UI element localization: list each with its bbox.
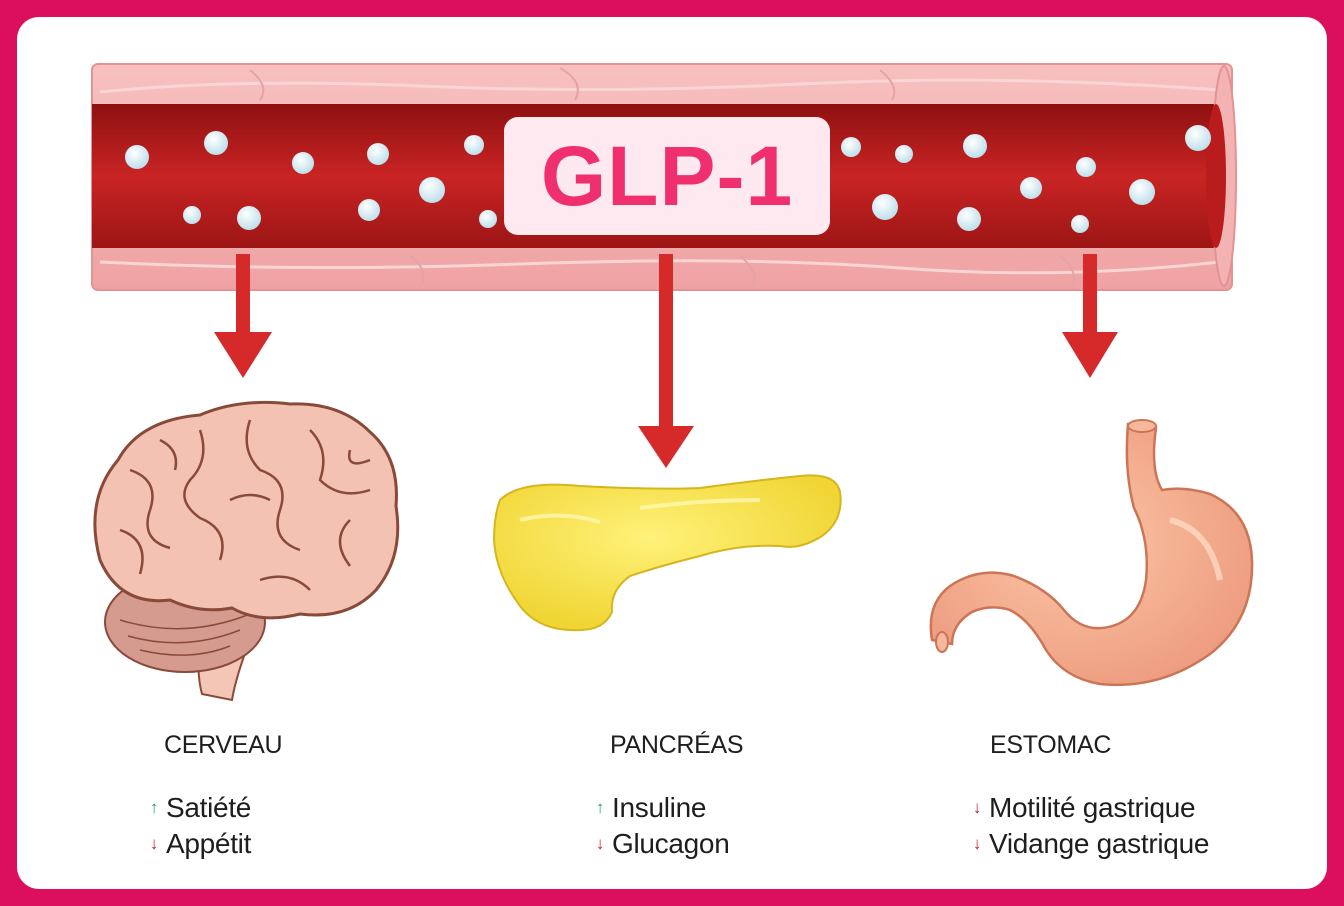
up-arrow-icon: ↑	[595, 798, 605, 817]
effect-item: ↓ Glucagon	[593, 826, 730, 862]
effect-item: ↑ Insuline	[593, 790, 729, 826]
flow-arrow-brain	[214, 254, 272, 378]
brain-illustration	[93, 400, 400, 702]
effect-item: ↑ Satiété	[147, 790, 251, 826]
flow-arrow-pancreas	[638, 254, 694, 468]
glp1-label: GLP-1	[504, 117, 830, 235]
effect-text: Motilité gastrique	[989, 792, 1196, 823]
effect-text: Satiété	[166, 792, 252, 823]
organ-title-stomach: ESTOMAC	[990, 731, 1112, 759]
effects-list-pancreas: ↑ Insuline ↓ Glucagon	[593, 790, 730, 862]
effects-list-brain: ↑ Satiété ↓ Appétit	[147, 790, 251, 862]
stomach-illustration	[929, 419, 1254, 687]
glp1-particles	[125, 125, 1211, 233]
organ-title-brain: CERVEAU	[164, 731, 283, 759]
effect-item: ↓ Vidange gastrique	[970, 826, 1210, 862]
effect-item: ↓ Motilité gastrique	[970, 790, 1209, 826]
effect-text: Glucagon	[612, 828, 730, 859]
pancreas-illustration	[492, 474, 842, 632]
effect-text: Vidange gastrique	[989, 828, 1210, 859]
flow-arrow-stomach	[1062, 254, 1118, 378]
effect-text: Appétit	[166, 828, 252, 859]
down-arrow-icon: ↓	[972, 834, 982, 853]
effects-list-stomach: ↓ Motilité gastrique ↓ Vidange gastrique	[970, 790, 1210, 862]
down-arrow-icon: ↓	[595, 834, 605, 853]
diagram-card: GLP-1 CERVEAU ↑ Satiété ↓ Appétit PANCRÉ…	[17, 17, 1327, 889]
effect-item: ↓ Appétit	[147, 826, 251, 862]
effect-text: Insuline	[612, 792, 707, 823]
up-arrow-icon: ↑	[149, 798, 159, 817]
down-arrow-icon: ↓	[149, 834, 159, 853]
organ-title-pancreas: PANCRÉAS	[610, 731, 744, 759]
down-arrow-icon: ↓	[972, 798, 982, 817]
